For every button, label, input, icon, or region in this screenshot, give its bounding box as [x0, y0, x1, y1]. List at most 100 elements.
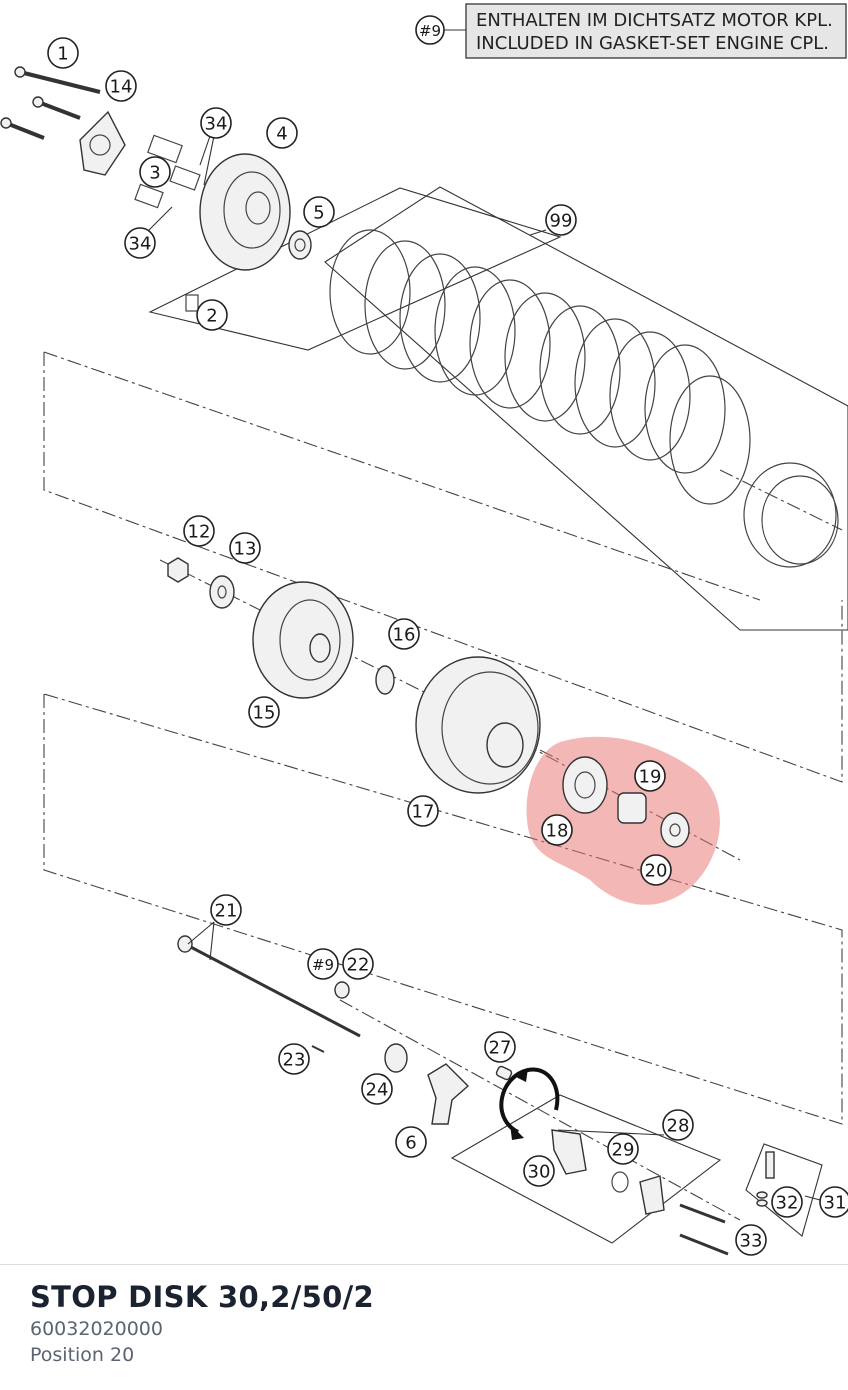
- washer-13: [209, 575, 235, 609]
- svg-text:30: 30: [528, 1162, 551, 1183]
- part-number: 60032020000: [30, 1318, 163, 1340]
- svg-text:32: 32: [776, 1193, 799, 1214]
- callout-27[interactable]: 27: [484, 1031, 516, 1063]
- bearing-5: [288, 230, 312, 260]
- callout-15[interactable]: 15: [248, 696, 280, 728]
- callout-99[interactable]: 99: [545, 204, 577, 236]
- svg-text:#9: #9: [312, 956, 334, 974]
- callout-1[interactable]: 1: [47, 37, 79, 69]
- clutch-cover-group-outline: [450, 1094, 722, 1244]
- kit-parts-32: [756, 1151, 775, 1207]
- callout-18[interactable]: 18: [541, 814, 573, 846]
- callout-6[interactable]: 6: [395, 1126, 427, 1158]
- svg-text:3: 3: [149, 163, 160, 184]
- callout-17[interactable]: 17: [407, 795, 439, 827]
- outer-clutch-basket: [415, 656, 541, 794]
- callout-12[interactable]: 12: [183, 515, 215, 547]
- clutch-disc-stack: [329, 229, 839, 568]
- pin-27: [495, 1065, 513, 1081]
- svg-text:22: 22: [347, 955, 370, 976]
- callout-14[interactable]: 14: [105, 70, 137, 102]
- callout-2[interactable]: 2: [196, 299, 228, 331]
- svg-text:27: 27: [489, 1038, 512, 1059]
- pin-23: [311, 1045, 325, 1053]
- gear-18: [562, 756, 608, 814]
- svg-text:2: 2: [206, 306, 217, 327]
- svg-text:6: 6: [405, 1133, 416, 1154]
- svg-text:1: 1: [57, 44, 68, 65]
- callout-22[interactable]: 22: [342, 948, 374, 980]
- rotation-arrow-icon: [499, 1067, 560, 1140]
- svg-text:21: 21: [215, 901, 238, 922]
- springs: [134, 134, 201, 312]
- callout-4[interactable]: 4: [266, 117, 298, 149]
- seal-22: [334, 981, 350, 999]
- part-position: Position 20: [30, 1344, 135, 1366]
- stop-disk-20: [660, 812, 690, 848]
- callout-23[interactable]: 23: [278, 1043, 310, 1075]
- callout-21[interactable]: 21: [210, 894, 242, 926]
- svg-text:31: 31: [824, 1193, 847, 1214]
- actuation-shaft-30: [551, 1129, 587, 1175]
- part-title: STOP DISK 30,2/50/2: [30, 1280, 374, 1314]
- callout-16[interactable]: 16: [388, 618, 420, 650]
- callout-34b[interactable]: 34: [124, 227, 156, 259]
- lever-housing: [639, 1175, 665, 1215]
- callout-32[interactable]: 32: [771, 1186, 803, 1218]
- bolts-33: [679, 1203, 729, 1256]
- kit-box-outline: [745, 1143, 823, 1237]
- note-line-1: ENTHALTEN IM DICHTSATZ MOTOR KPL.: [476, 10, 833, 31]
- gasket-set-note: ENTHALTEN IM DICHTSATZ MOTOR KPL. INCLUD…: [465, 3, 847, 59]
- callout-3[interactable]: 3: [139, 156, 171, 188]
- callout-33[interactable]: 33: [735, 1224, 767, 1256]
- svg-text:5: 5: [313, 203, 324, 224]
- callout-28[interactable]: 28: [662, 1109, 694, 1141]
- callout-note-ref[interactable]: #9: [415, 15, 445, 45]
- svg-text:#9: #9: [419, 22, 441, 40]
- clutch-exploded-diagram: ENTHALTEN IM DICHTSATZ MOTOR KPL. INCLUD…: [0, 3, 848, 1256]
- svg-text:99: 99: [550, 211, 573, 232]
- o-ring-29: [611, 1171, 629, 1193]
- svg-text:16: 16: [393, 625, 416, 646]
- svg-text:17: 17: [412, 802, 435, 823]
- callout-13[interactable]: 13: [229, 532, 261, 564]
- svg-text:34: 34: [205, 114, 228, 135]
- svg-text:13: 13: [234, 539, 257, 560]
- callout-5[interactable]: 5: [303, 196, 335, 228]
- svg-text:4: 4: [276, 124, 287, 145]
- needle-bearing-19: [617, 792, 647, 824]
- svg-text:28: 28: [667, 1116, 690, 1137]
- callout-24[interactable]: 24: [361, 1073, 393, 1105]
- divider: [0, 1264, 848, 1265]
- pressure-plate: [199, 153, 291, 271]
- callout-31[interactable]: 31: [819, 1186, 848, 1218]
- callout-29[interactable]: 29: [607, 1133, 639, 1165]
- selected-part-info: STOP DISK 30,2/50/2 60032020000 Position…: [30, 1278, 374, 1368]
- callout-20[interactable]: 20: [640, 854, 672, 886]
- pressure-plate-group-outline: [148, 187, 562, 351]
- svg-text:19: 19: [639, 767, 662, 788]
- svg-text:29: 29: [612, 1140, 635, 1161]
- svg-text:34: 34: [129, 234, 152, 255]
- nut-12: [167, 557, 189, 583]
- svg-text:14: 14: [110, 77, 133, 98]
- svg-text:24: 24: [366, 1080, 389, 1101]
- bolts-group: [0, 66, 101, 140]
- callout-9[interactable]: #9: [307, 948, 339, 980]
- svg-text:12: 12: [188, 522, 211, 543]
- callout-34a[interactable]: 34: [200, 107, 232, 139]
- inner-clutch-hub: [252, 581, 354, 699]
- note-line-2: INCLUDED IN GASKET-SET ENGINE CPL.: [476, 33, 829, 54]
- callout-19[interactable]: 19: [634, 760, 666, 792]
- release-lever-6: [427, 1063, 470, 1125]
- callout-30[interactable]: 30: [523, 1155, 555, 1187]
- thrust-washer-16: [375, 665, 395, 695]
- clutch-plates-group-outline: [324, 186, 848, 631]
- bearing-24: [384, 1043, 408, 1073]
- svg-text:33: 33: [740, 1231, 763, 1252]
- svg-text:23: 23: [283, 1050, 306, 1071]
- svg-text:20: 20: [645, 861, 668, 882]
- bearing-plate: [79, 110, 126, 176]
- svg-text:15: 15: [253, 703, 276, 724]
- hub-group-outline: [43, 352, 843, 783]
